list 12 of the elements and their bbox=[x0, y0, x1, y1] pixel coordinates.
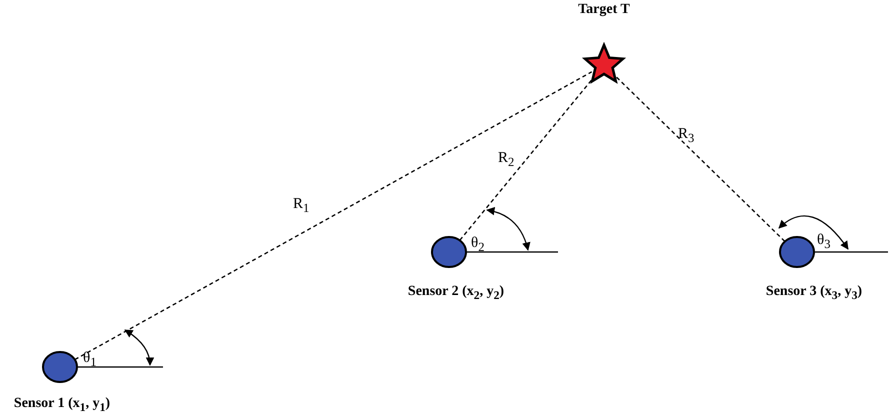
edge-label: R$_{2}$ bbox=[498, 150, 514, 170]
angle-label: θ$_{3}$ bbox=[817, 232, 830, 252]
edge-label: R$_{1}$ bbox=[293, 196, 310, 216]
dashed-line bbox=[74, 71, 592, 360]
dashed-line bbox=[614, 74, 786, 242]
sensor-label: Sensor 3 (x$_{3}$, y$_{3}$) bbox=[766, 284, 862, 302]
sensor-label: Sensor 2 (x$_{2}$, y$_{2}$) bbox=[408, 284, 504, 302]
target-label: Target T bbox=[578, 2, 630, 18]
edge-label: R$_{3}$ bbox=[678, 126, 694, 146]
angle-label: θ$_{2}$ bbox=[471, 235, 484, 255]
angle-label: θ$_{1}$ bbox=[83, 350, 96, 370]
sensor-label: Sensor 1 (x$_{1}$, y$_{1}$) bbox=[14, 396, 110, 414]
